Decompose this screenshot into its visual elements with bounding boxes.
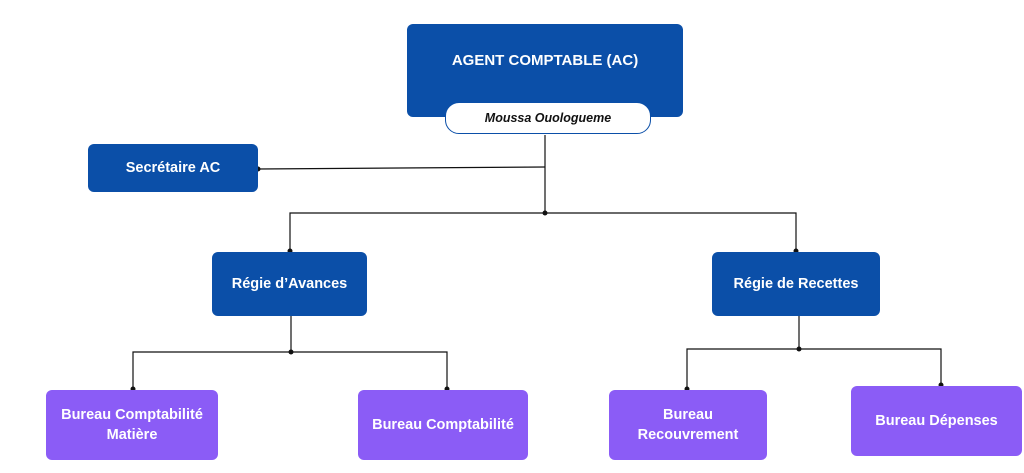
connector-dot [288,349,294,355]
node-bureau-comptabilite: Bureau Comptabilité [358,390,528,460]
node-bureau-comptabilite-label: Bureau Comptabilité [372,416,514,433]
connector-recettes-branches [686,348,942,390]
node-secretaire-ac: Secrétaire AC [88,144,258,192]
connector-dot [796,346,802,352]
node-regie-recettes: Régie de Recettes [712,252,880,316]
node-regie-recettes-label: Régie de Recettes [733,275,859,292]
root-title: AGENT COMPTABLE (AC) [451,52,639,69]
node-bureau-depenses-label: Bureau Dépenses [875,412,998,429]
node-regie-avances: Régie d’Avances [212,252,367,316]
node-bureau-comptabilite-matiere: Bureau Comptabilité Matière [46,390,218,460]
connector-avances-branches [132,351,448,390]
node-bureau-recouvrement: Bureau Recouvrement [609,390,767,460]
connector-dot [542,210,548,216]
node-bureau-comptabilite-matiere-label: Bureau Comptabilité Matière [61,406,203,443]
connector-regies [289,212,797,252]
root-node-agent-comptable: AGENT COMPTABLE (AC) [407,24,683,117]
node-bureau-recouvrement-label: Bureau Recouvrement [637,406,739,443]
node-bureau-depenses: Bureau Dépenses [851,386,1022,456]
connector-secretary [257,166,546,170]
node-regie-avances-label: Régie d’Avances [231,275,348,292]
node-secretaire-ac-label: Secrétaire AC [125,159,221,176]
root-person-name: Moussa Ouologueme [445,102,651,134]
